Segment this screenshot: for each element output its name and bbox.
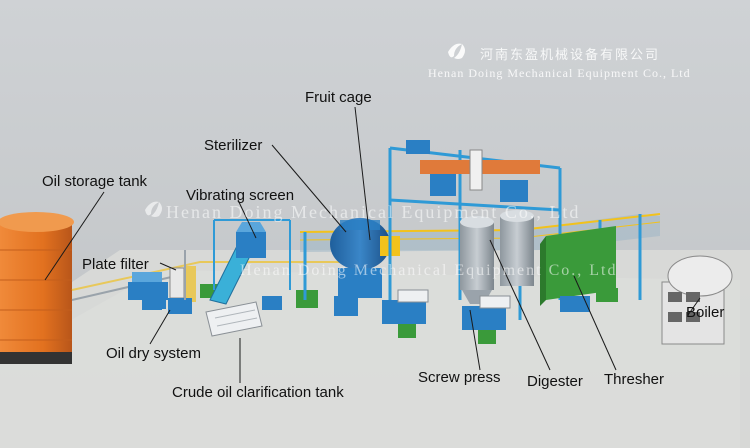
leader-thresher [573, 275, 617, 371]
label-crude-oil-clarification-tank: Crude oil clarification tank [172, 384, 344, 401]
label-plate-filter: Plate filter [82, 256, 149, 273]
leader-oil-dry-system [149, 309, 171, 345]
label-thresher: Thresher [604, 371, 665, 388]
doing-logo-top [448, 43, 465, 59]
label-oil-dry-system: Oil dry system [106, 345, 202, 362]
oil-dry-system [142, 250, 192, 314]
crude-oil-clarification-tank [205, 290, 358, 337]
leader-sterilizer [271, 144, 347, 233]
doing-logo-mid [145, 201, 162, 217]
watermark-chinese: 河南东盈机械设备有限公司 [480, 48, 661, 63]
boiler [661, 255, 733, 345]
oil-storage-tank [0, 212, 74, 364]
label-screw-press: Screw press [418, 369, 501, 386]
label-sterilizer: Sterilizer [204, 137, 263, 154]
leader-plate-filter [159, 262, 177, 271]
leader-vibrating-screen [237, 199, 257, 239]
screw-press [382, 289, 511, 344]
leader-lines [44, 106, 701, 383]
watermark-overlay-1: Henan Doing Mechanical Equipment Co., Lt… [166, 202, 581, 222]
leader-fruit-cage [354, 106, 371, 241]
label-fruit-cage: Fruit cage [305, 89, 372, 106]
watermark-overlay-2: Henan Doing Mechanical Equipment Co., Lt… [240, 262, 618, 279]
label-boiler: Boiler [686, 304, 725, 321]
vibrating-screen [209, 219, 291, 305]
label-vibrating-screen: Vibrating screen [186, 187, 295, 204]
thresher [540, 226, 618, 312]
leader-screw-press [469, 309, 481, 371]
leader-oil-storage-tank [44, 191, 105, 281]
label-digester: Digester [527, 373, 583, 390]
leader-boiler [687, 297, 701, 316]
processing-tower [388, 140, 562, 300]
leader-digester [489, 239, 551, 371]
label-oil-storage-tank: Oil storage tank [42, 173, 148, 190]
watermark-english: Henan Doing Mechanical Equipment Co., Lt… [428, 66, 691, 80]
